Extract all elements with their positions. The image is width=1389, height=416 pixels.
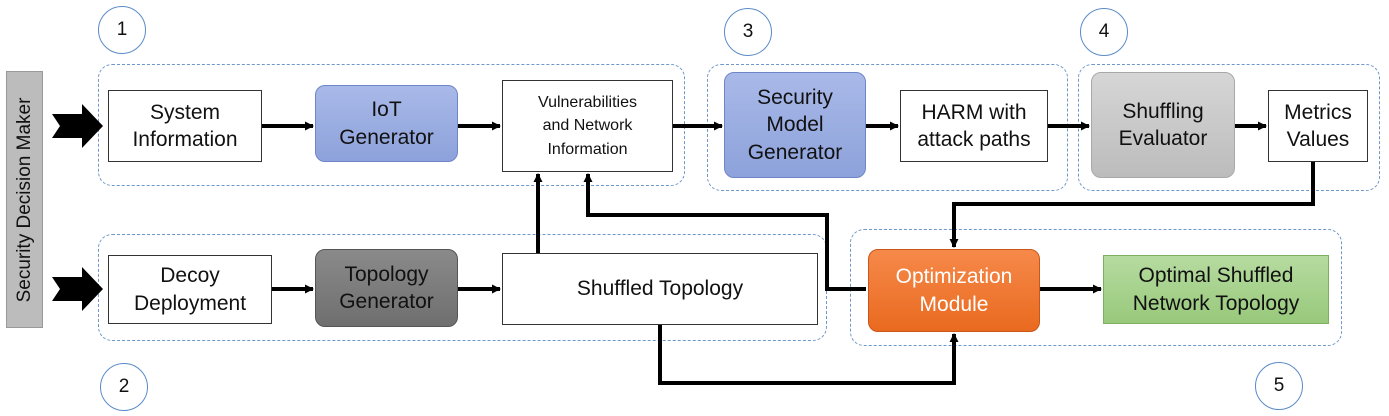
optimal-topology-node: Optimal Shuffled Network Topology [1103, 255, 1329, 324]
security-decision-maker: Security Decision Maker [6, 71, 43, 328]
stage-4-badge: 4 [1080, 8, 1128, 56]
harm-node: HARM with attack paths [900, 90, 1048, 162]
input-arrow-bottom [52, 267, 103, 311]
iot-generator-node: IoT Generator [315, 85, 458, 162]
shuffling-evaluator-node: Shuffling Evaluator [1091, 72, 1235, 178]
decoy-deployment-node: Decoy Deployment [108, 255, 272, 324]
vulnerabilities-node: Vulnerabilities and Network Information [502, 80, 673, 172]
topology-generator-node: Topology Generator [315, 249, 458, 327]
arrow-shuffled-to-optimization [658, 325, 959, 385]
input-arrow-top [52, 104, 103, 148]
arrow-metrics-to-optimization [949, 162, 1315, 248]
system-information-node: System Information [108, 90, 262, 162]
arrow-optimization-to-vuln [583, 173, 866, 291]
security-model-generator-node: Security Model Generator [724, 72, 866, 178]
stage-1-badge: 1 [98, 6, 146, 54]
metrics-values-node: Metrics Values [1268, 90, 1368, 162]
shuffled-topology-node: Shuffled Topology [502, 253, 818, 325]
security-decision-maker-label: Security Decision Maker [13, 97, 35, 302]
optimization-module-node: Optimization Module [868, 249, 1040, 332]
stage-5-badge: 5 [1255, 362, 1303, 410]
stage-2-badge: 2 [100, 363, 148, 411]
stage-3-badge: 3 [724, 8, 772, 56]
